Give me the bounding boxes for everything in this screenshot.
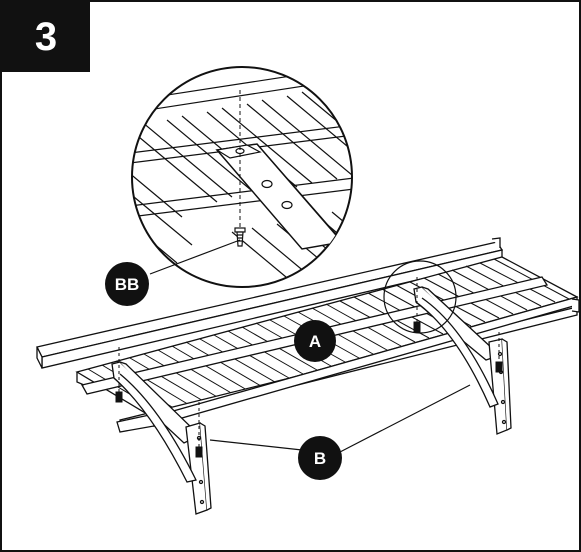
callout-a-label: A	[309, 332, 321, 351]
callout-b: B	[298, 436, 342, 480]
callout-bb: BB	[105, 262, 149, 306]
detail-reference-circle	[383, 260, 457, 334]
callout-a: A	[294, 320, 336, 362]
shelf-screws	[115, 277, 503, 458]
detail-magnified-view	[131, 66, 353, 288]
step-number-badge: 3	[2, 2, 90, 72]
callout-b-label: B	[314, 449, 326, 468]
callout-bb-label: BB	[115, 275, 140, 294]
step-number: 3	[34, 14, 58, 59]
leader-lines	[149, 239, 471, 453]
bracket-b-right	[413, 286, 512, 435]
bracket-b-left	[111, 361, 212, 515]
